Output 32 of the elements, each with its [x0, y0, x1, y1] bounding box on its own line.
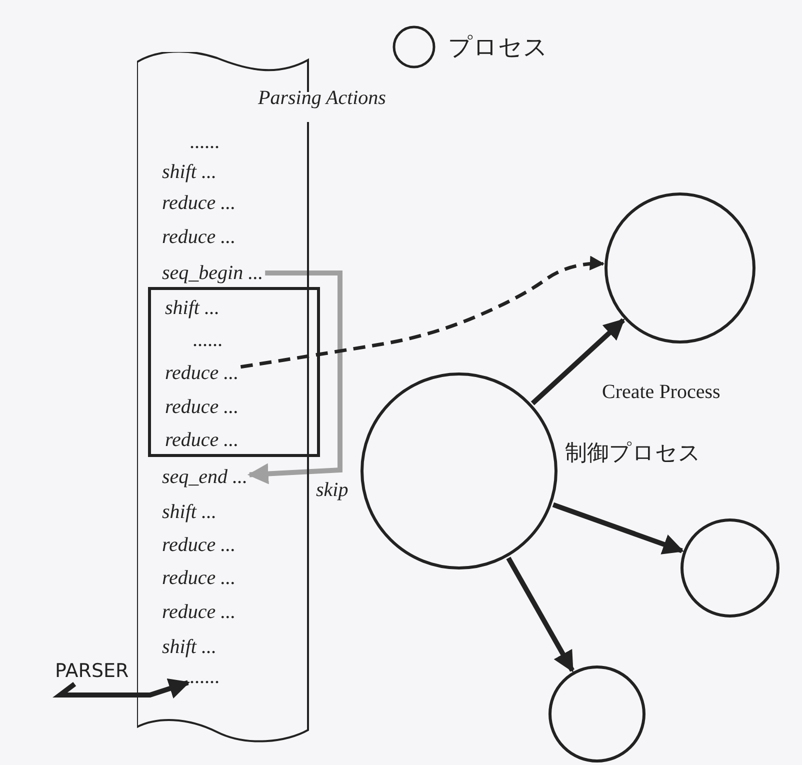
action-line: reduce ... — [165, 428, 239, 452]
action-line: reduce ... — [162, 600, 236, 624]
action-line: ...... — [190, 130, 220, 154]
arrow — [247, 270, 342, 484]
arrow — [52, 678, 190, 698]
action-line: reduce ... — [162, 191, 236, 215]
tape-title: Parsing Actions — [258, 86, 386, 110]
action-line: shift ... — [162, 500, 216, 524]
arrow — [506, 556, 574, 672]
action-line: reduce ... — [165, 361, 239, 385]
node-caption: 制御プロセス — [565, 440, 701, 468]
action-line: reduce ... — [162, 533, 236, 557]
arrow — [530, 318, 625, 406]
sequence-box — [148, 287, 320, 457]
action-line: shift ... — [162, 160, 216, 184]
action-line: reduce ... — [162, 566, 236, 590]
action-line: ...... — [190, 665, 220, 689]
action-line: reduce ... — [162, 225, 236, 249]
process-circle — [360, 372, 558, 570]
arrow — [552, 502, 684, 554]
process-circle — [680, 518, 780, 618]
action-line: shift ... — [165, 296, 220, 320]
input-label: PARSER — [55, 660, 129, 682]
process-circle — [604, 192, 756, 344]
action-line: seq_end ... — [162, 465, 248, 489]
dashed-arrow — [240, 256, 605, 369]
action-line: reduce ... — [165, 395, 239, 419]
process-circle — [548, 665, 646, 763]
legend-label: プロセス — [448, 32, 548, 63]
action-line: shift ... — [162, 635, 216, 659]
action-line: ...... — [193, 328, 223, 352]
action-line: seq_begin ... — [162, 261, 264, 285]
